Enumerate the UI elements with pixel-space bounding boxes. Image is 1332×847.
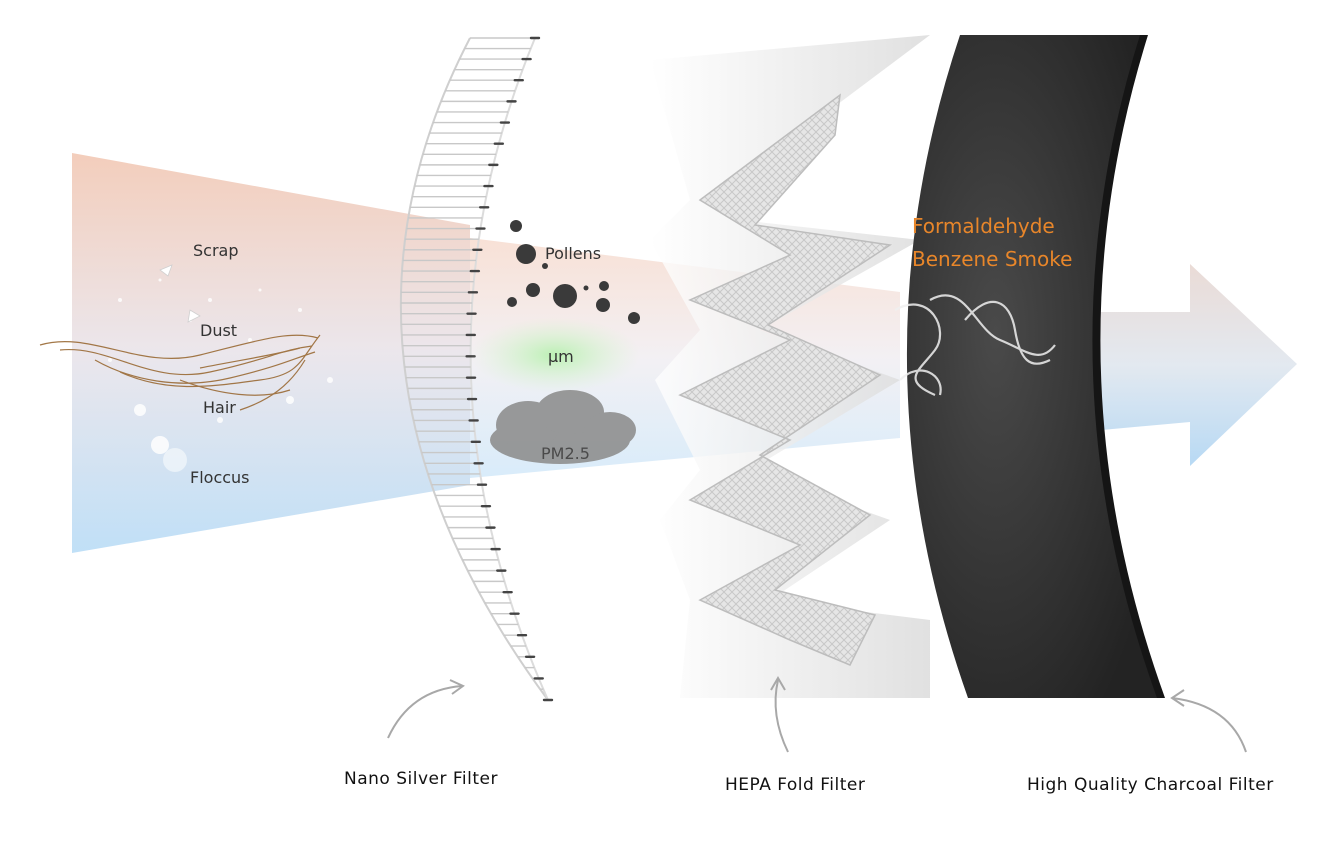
caption-hepa-fold-filter: HEPA Fold Filter — [725, 775, 866, 795]
scrap-flakes — [159, 264, 201, 323]
caption-charcoal-filter: High Quality Charcoal Filter — [1027, 775, 1274, 795]
hepa-fold-filter — [650, 35, 930, 698]
clean-air-arrow — [1080, 264, 1297, 466]
smoke-wisps — [894, 294, 1056, 397]
hepa-pointer — [774, 679, 789, 753]
label-um: μm — [548, 347, 574, 366]
micron-glow — [470, 317, 640, 393]
label-pollens: Pollens — [545, 244, 602, 263]
label-scrap: Scrap — [193, 241, 239, 260]
label-pm25: PM2.5 — [541, 444, 590, 463]
dust-particles — [108, 278, 333, 472]
pm25-cloud — [490, 390, 636, 464]
label-dust: Dust — [200, 321, 238, 340]
charcoal-filter — [906, 35, 1165, 698]
charcoal-pointer — [1171, 697, 1247, 753]
label-hair: Hair — [203, 398, 236, 417]
label-floccus: Floccus — [190, 468, 250, 487]
nano-silver-filter — [399, 36, 554, 702]
nano-silver-pointer — [387, 685, 463, 739]
label-benzene-smoke: Benzene Smoke — [912, 247, 1073, 271]
pointer-arrows — [387, 676, 1247, 753]
hair-strands — [39, 334, 321, 411]
caption-nano-silver-filter: Nano Silver Filter — [344, 769, 498, 789]
label-formaldehyde: Formaldehyde — [912, 214, 1055, 238]
pollen-particles — [507, 220, 640, 324]
